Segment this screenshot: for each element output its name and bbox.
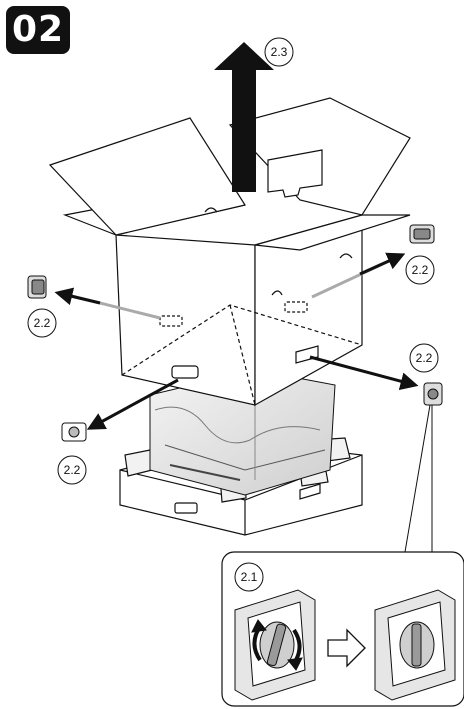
right-arrow-outline-icon	[327, 628, 366, 668]
callout-clip-left-upper: 2.2	[27, 308, 57, 338]
up-arrow-icon	[214, 42, 274, 192]
svg-text:2.3: 2.3	[271, 45, 288, 59]
clip-icon	[409, 224, 435, 244]
rotate-arrows-icon	[252, 629, 262, 662]
svg-text:2.1: 2.1	[241, 570, 258, 584]
tray-handle-hole	[174, 502, 198, 514]
svg-text:2.2: 2.2	[416, 351, 433, 365]
lift-up-arrow	[214, 42, 274, 192]
clip-detail-before	[234, 589, 316, 701]
callout-clip-right-upper: 2.2	[405, 255, 435, 285]
detail-panel: 2.1	[221, 551, 464, 707]
detail-leader-lines	[404, 404, 433, 553]
svg-text:2.2: 2.2	[64, 463, 81, 477]
outer-carton	[48, 97, 411, 407]
removal-arrows	[54, 252, 419, 430]
carton-slot	[295, 345, 319, 364]
tray-handle-hole	[299, 483, 321, 500]
clip-icon	[61, 422, 87, 442]
clip-icon	[27, 275, 47, 299]
carton-slot	[171, 365, 199, 379]
wrapped-machine	[149, 369, 336, 496]
callout-clip-left-lower: 2.2	[57, 455, 87, 485]
clip-detail-after	[374, 589, 456, 701]
callout-detail	[234, 562, 264, 592]
svg-text:2.2: 2.2	[34, 316, 51, 330]
svg-text:2.2: 2.2	[412, 263, 429, 277]
callout-lift: 2.3	[264, 37, 294, 67]
step-number-badge: 02	[6, 6, 70, 54]
clip-icon	[423, 382, 443, 406]
callout-clip-right-lower: 2.2	[409, 343, 439, 373]
